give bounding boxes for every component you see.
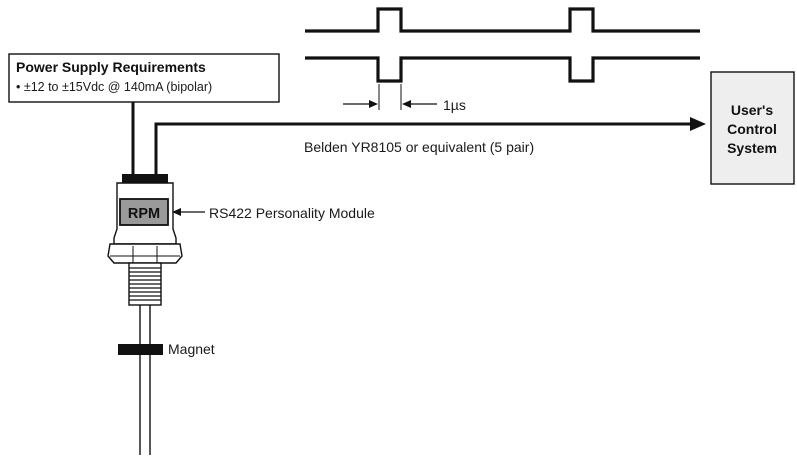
module-pointer-arrowhead bbox=[172, 208, 181, 216]
cable-label: Belden YR8105 or equivalent (5 pair) bbox=[304, 139, 534, 155]
probe-rod bbox=[139, 305, 151, 455]
power-supply-box bbox=[8, 53, 280, 103]
module-label: RS422 Personality Module bbox=[209, 205, 375, 221]
power-supply-title: Power Supply Requirements bbox=[16, 59, 206, 75]
magnet-label: Magnet bbox=[168, 341, 215, 357]
control-system-line2: Control bbox=[727, 121, 777, 137]
sensor-flange bbox=[107, 243, 183, 264]
rpm-badge: RPM bbox=[128, 206, 160, 222]
thread-lines bbox=[129, 267, 161, 301]
rpm-module bbox=[119, 198, 169, 226]
magnet bbox=[118, 344, 163, 355]
control-system-box bbox=[710, 71, 795, 185]
control-system-line3: System bbox=[727, 140, 777, 156]
dimension-arrowhead-right bbox=[402, 100, 411, 108]
power-supply-spec: • ±12 to ±15Vdc @ 140mA (bipolar) bbox=[16, 80, 212, 94]
connector-cap bbox=[122, 174, 168, 183]
signal-cable bbox=[154, 122, 692, 174]
control-system-line1: User's bbox=[731, 102, 773, 118]
pulse-width-label: 1µs bbox=[443, 97, 466, 113]
cable-arrowhead bbox=[690, 117, 706, 131]
pulse-trace-lower bbox=[305, 56, 700, 83]
pulse-trace-upper bbox=[305, 7, 700, 33]
dimension-arrowhead-left bbox=[369, 100, 378, 108]
